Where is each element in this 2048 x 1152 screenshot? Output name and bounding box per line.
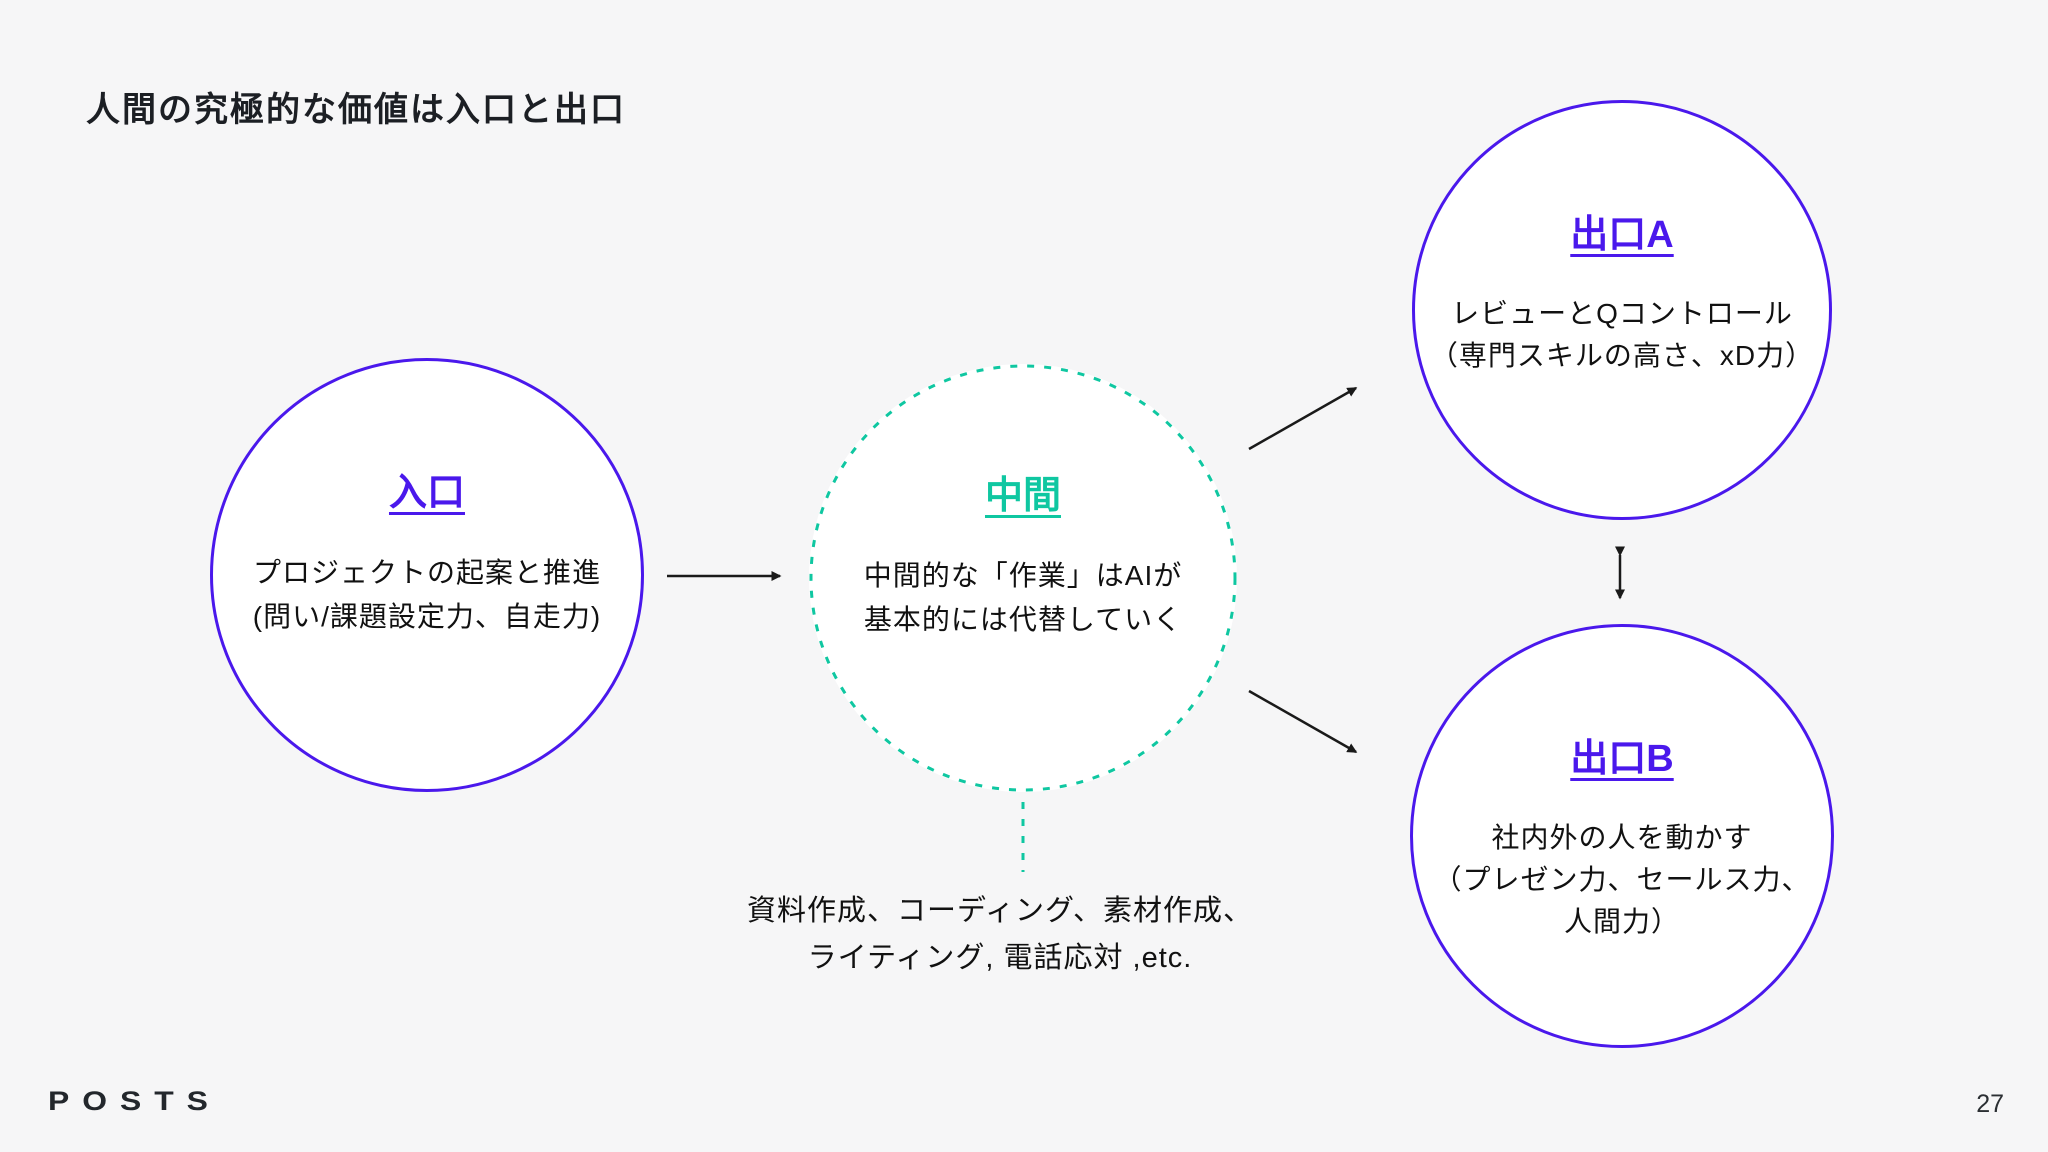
arrow-middle-to-exit-b [1248,689,1358,754]
node-exit-a-body-line-2: （専門スキルの高さ、xD力） [1429,340,1815,371]
node-entrance-body-line-2: (問い/課題設定力、自走力) [252,601,602,632]
node-exit-b-label: 出口B [1570,738,1674,780]
node-exit-b-body-line-2: （プレゼン力、セールス力、 [1433,864,1811,895]
node-exit-a-label: 出口A [1570,214,1674,256]
page-number: 27 [1976,1090,2004,1118]
node-exit-a: 出口A レビューとQコントロール （専門スキルの高さ、xD力） [1412,100,1832,520]
node-exit-a-body-line-1: レビューとQコントロール [1451,298,1793,329]
middle-tasks-caption-line-2: ライティング, 電話応対 ,etc. [807,942,1193,974]
node-exit-b: 出口B 社内外の人を動かす （プレゼン力、セールス力、 人間力） [1410,624,1834,1048]
node-entrance-label: 入口 [388,472,465,514]
middle-tasks-caption-line-1: 資料作成、コーディング、素材作成、 [747,895,1253,927]
arrow-middle-to-exit-a [1248,386,1358,451]
middle-tasks-caption: 資料作成、コーディング、素材作成、 ライティング, 電話応対 ,etc. [640,888,1360,982]
node-entrance-body: プロジェクトの起案と推進 (問い/課題設定力、自走力) [213,551,641,639]
node-exit-b-body: 社内外の人を動かす （プレゼン力、セールス力、 人間力） [1413,817,1831,943]
slide-title: 人間の究極的な価値は入口と出口 [86,91,626,129]
node-exit-a-body: レビューとQコントロール （専門スキルの高さ、xD力） [1415,293,1829,377]
node-entrance-body-line-1: プロジェクトの起案と推進 [252,557,601,588]
node-middle-label: 中間 [984,475,1061,517]
node-middle-body: 中間的な「作業」はAIが 基本的には代替していく [809,554,1237,642]
node-middle-body-line-1: 中間的な「作業」はAIが [863,560,1183,591]
node-middle: 中間 中間的な「作業」はAIが 基本的には代替していく [809,364,1237,792]
node-middle-body-line-2: 基本的には代替していく [863,604,1183,635]
node-entrance: 入口 プロジェクトの起案と推進 (問い/課題設定力、自走力) [210,358,644,792]
node-exit-b-body-line-3: 人間力） [1563,906,1680,937]
node-exit-b-body-line-1: 社内外の人を動かす [1491,822,1753,853]
posts-logo: POSTS [48,1086,221,1116]
